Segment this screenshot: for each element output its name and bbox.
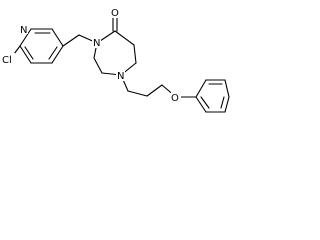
ether-oxygen-label: O — [171, 93, 179, 104]
pyridine-ring — [19, 28, 64, 64]
chemical-structure: Cl N O N N O — [1, 7, 230, 113]
amide-nitrogen-label: N — [93, 38, 100, 49]
methylene-bond-1 — [62, 34, 80, 47]
chlorine-label: Cl — [2, 55, 12, 66]
phenyl-ring — [175, 79, 230, 113]
chain-bond-2 — [127, 90, 148, 97]
chain-bond-3 — [146, 84, 163, 97]
amine-nitrogen-label: N — [117, 71, 124, 82]
carbonyl-oxygen-label: O — [111, 8, 119, 19]
pyridine-nitrogen-label: N — [20, 25, 27, 36]
